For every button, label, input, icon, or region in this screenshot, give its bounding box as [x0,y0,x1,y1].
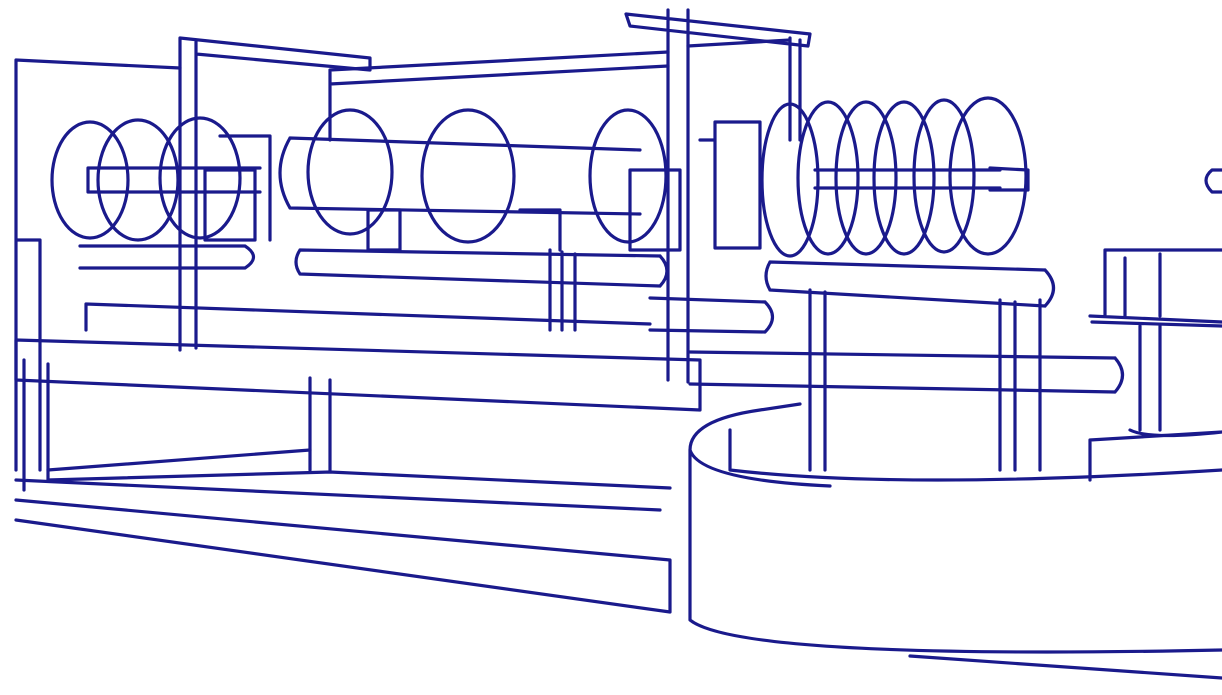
middle-ring-1 [306,108,394,236]
pipe-left [78,244,256,270]
round-base-disk [688,402,1222,654]
right-shaft [813,166,1030,192]
coil-ring-3 [158,116,242,240]
table-top [14,302,702,412]
pedestal-top [1088,248,1222,328]
pipe-long-front [688,350,1125,394]
center-frame-post [624,8,812,384]
right-bracket-block [698,120,762,250]
spring-ring-4 [872,100,936,256]
pipe-middle [294,248,669,288]
spring-ring-3 [834,100,898,256]
left-frame-posts [178,36,372,352]
right-frame-post [686,36,802,142]
coil-ring-2 [96,118,180,242]
pipe-right [764,260,1056,308]
main-cylinder [278,136,642,216]
drawing-strokes [14,8,1222,680]
spring-ring-1 [760,102,820,258]
left-shaft [86,166,262,194]
right-edge-bracket [1204,168,1222,194]
spring-ring-2 [796,100,860,256]
floor-line [908,654,1222,680]
middle-ring-2 [420,108,516,244]
spring-ring-6 [948,96,1028,256]
middle-ring-3 [588,108,668,244]
back-wall-panel [14,58,182,472]
table-lower-frame [14,448,672,614]
table-legs [22,358,332,492]
pipe-lower-middle [648,296,775,334]
coil-ring-1 [50,120,130,240]
vertical-struts [548,248,1042,472]
spring-ring-5 [912,98,976,254]
pedestal-column [1088,324,1222,482]
top-rail [328,50,670,142]
middle-supports [366,168,682,252]
left-bracket-block [203,134,272,242]
